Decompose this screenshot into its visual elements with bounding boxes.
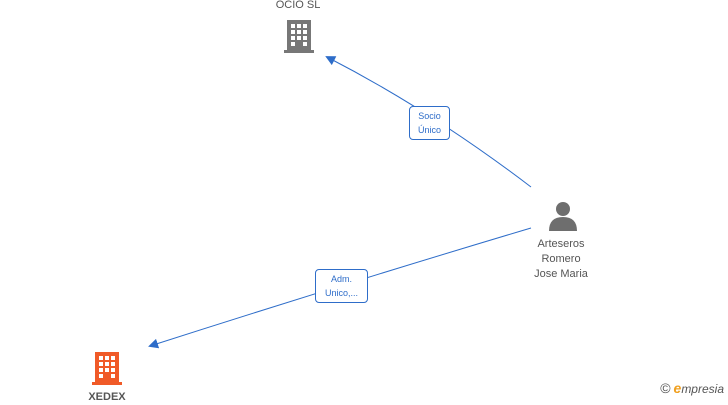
person-name-line-3: Jose Maria: [534, 268, 588, 280]
edge-label-socio[interactable]: Socio Único: [409, 106, 450, 140]
person-icon[interactable]: [548, 200, 578, 232]
person-name[interactable]: Arteseros Romero Jose Maria: [515, 237, 607, 282]
brand-name: mpresia: [681, 382, 724, 396]
company-top-name[interactable]: OCIO SL: [275, 0, 321, 11]
company-bottom-name[interactable]: XEDEX: [88, 391, 126, 403]
edge-label-adm-line-2: Unico,...: [324, 288, 358, 298]
edge-label-adm-line-1: Adm.: [330, 274, 352, 284]
edge-label-socio-line-2: Único: [417, 125, 441, 135]
person-name-line-1: Arteseros: [537, 238, 585, 250]
building-icon[interactable]: [91, 350, 123, 386]
edge-label-adm[interactable]: Adm. Unico,...: [315, 269, 368, 303]
person-name-line-2: Romero: [541, 253, 581, 265]
brand-logo[interactable]: © empresia: [660, 380, 724, 396]
building-icon[interactable]: [283, 18, 315, 54]
brand-initial: e: [673, 380, 682, 396]
edge-label-socio-line-1: Socio: [418, 111, 441, 121]
copyright-icon: ©: [660, 380, 671, 396]
brand-wordmark: empresia: [674, 380, 724, 396]
